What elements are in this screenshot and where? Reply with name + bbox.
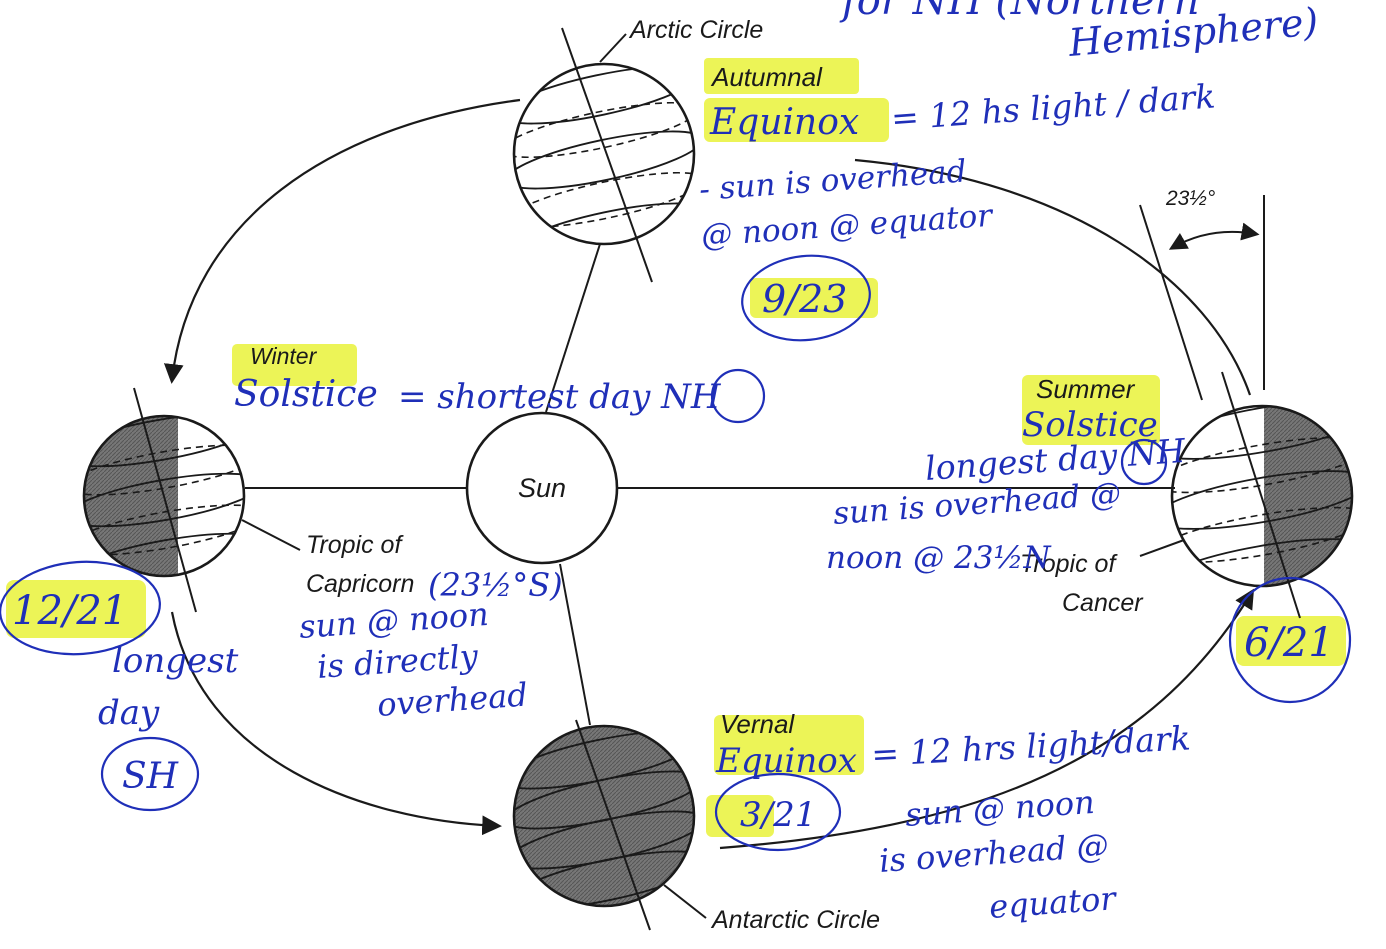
summer-nh-circle <box>1120 438 1168 486</box>
earth-globe-icon <box>512 27 696 283</box>
winter-date: 12/21 <box>12 588 127 634</box>
earth-globe-icon <box>82 387 246 613</box>
tropic-capricorn-label-1: Tropic of <box>306 531 404 559</box>
highlights <box>6 58 1346 837</box>
autumnal-date: 9/23 <box>762 277 847 321</box>
sun-icon <box>465 411 619 565</box>
summer-sun-note-2: noon @ 23½N <box>826 540 1052 576</box>
capricorn-sun-note-3: overhead <box>376 676 529 724</box>
vernal-label: Vernal <box>720 709 795 739</box>
winter-sh-circle <box>100 736 200 812</box>
winter-side-note-2: day <box>98 693 160 733</box>
tropic-cancer-label-1: Tropic of <box>1020 550 1118 578</box>
tilt-angle-indicator <box>1139 195 1265 401</box>
summer-date: 6/21 <box>1244 620 1334 666</box>
vernal-note: = 12 hrs light/dark <box>870 718 1191 774</box>
label-pointers <box>241 33 1185 919</box>
antarctic-circle-label: Antarctic Circle <box>710 906 880 934</box>
sun-connectors <box>245 243 1175 726</box>
orbit <box>163 98 1255 850</box>
capricorn-note: (23½°S) <box>428 566 563 604</box>
vernal-sun-note-1: sun @ noon <box>904 783 1096 834</box>
vernal-date-circle <box>714 772 842 852</box>
autumnal-equinox-label: Equinox <box>709 102 859 143</box>
vernal-date: 3/21 <box>740 795 816 835</box>
arctic-circle-label: Arctic Circle <box>628 16 763 44</box>
autumnal-sun-note-1: - sun is overhead <box>698 153 968 208</box>
winter-label: Winter <box>250 343 318 369</box>
sun-label: Sun <box>518 473 566 503</box>
summer-solstice-label: Solstice <box>1022 405 1158 445</box>
tropic-cancer-label-2: Cancer <box>1062 589 1144 617</box>
winter-side-note-1: longest <box>112 641 239 681</box>
winter-nh-circle <box>710 368 766 424</box>
autumnal-note: = 12 hs light / dark <box>890 76 1217 138</box>
earth-globe-icon <box>512 719 696 931</box>
vernal-sun-note-2: is overhead @ <box>878 826 1110 880</box>
tilt-angle-label: 23½° <box>1165 187 1215 210</box>
autumnal-date-circle <box>741 254 871 342</box>
autumnal-label: Autumnal <box>710 62 823 92</box>
summer-date-circle <box>1228 576 1352 704</box>
header-fragment-line1: for NH (Northern <box>839 0 1200 24</box>
capricorn-sun-note-2: is directly <box>316 637 480 686</box>
autumnal-sun-note-2: @ noon @ equator <box>700 198 995 254</box>
vernal-sun-note-3: equator <box>988 879 1119 926</box>
earth-globe-icon <box>1170 371 1354 619</box>
tropic-capricorn-label-2: Capricorn <box>306 570 414 598</box>
winter-solstice-label: Solstice <box>234 374 378 415</box>
winter-date-circle <box>0 560 161 656</box>
summer-label: Summer <box>1036 374 1136 404</box>
winter-side-note-3: SH <box>122 756 179 797</box>
winter-note: = shortest day NH <box>398 377 722 417</box>
